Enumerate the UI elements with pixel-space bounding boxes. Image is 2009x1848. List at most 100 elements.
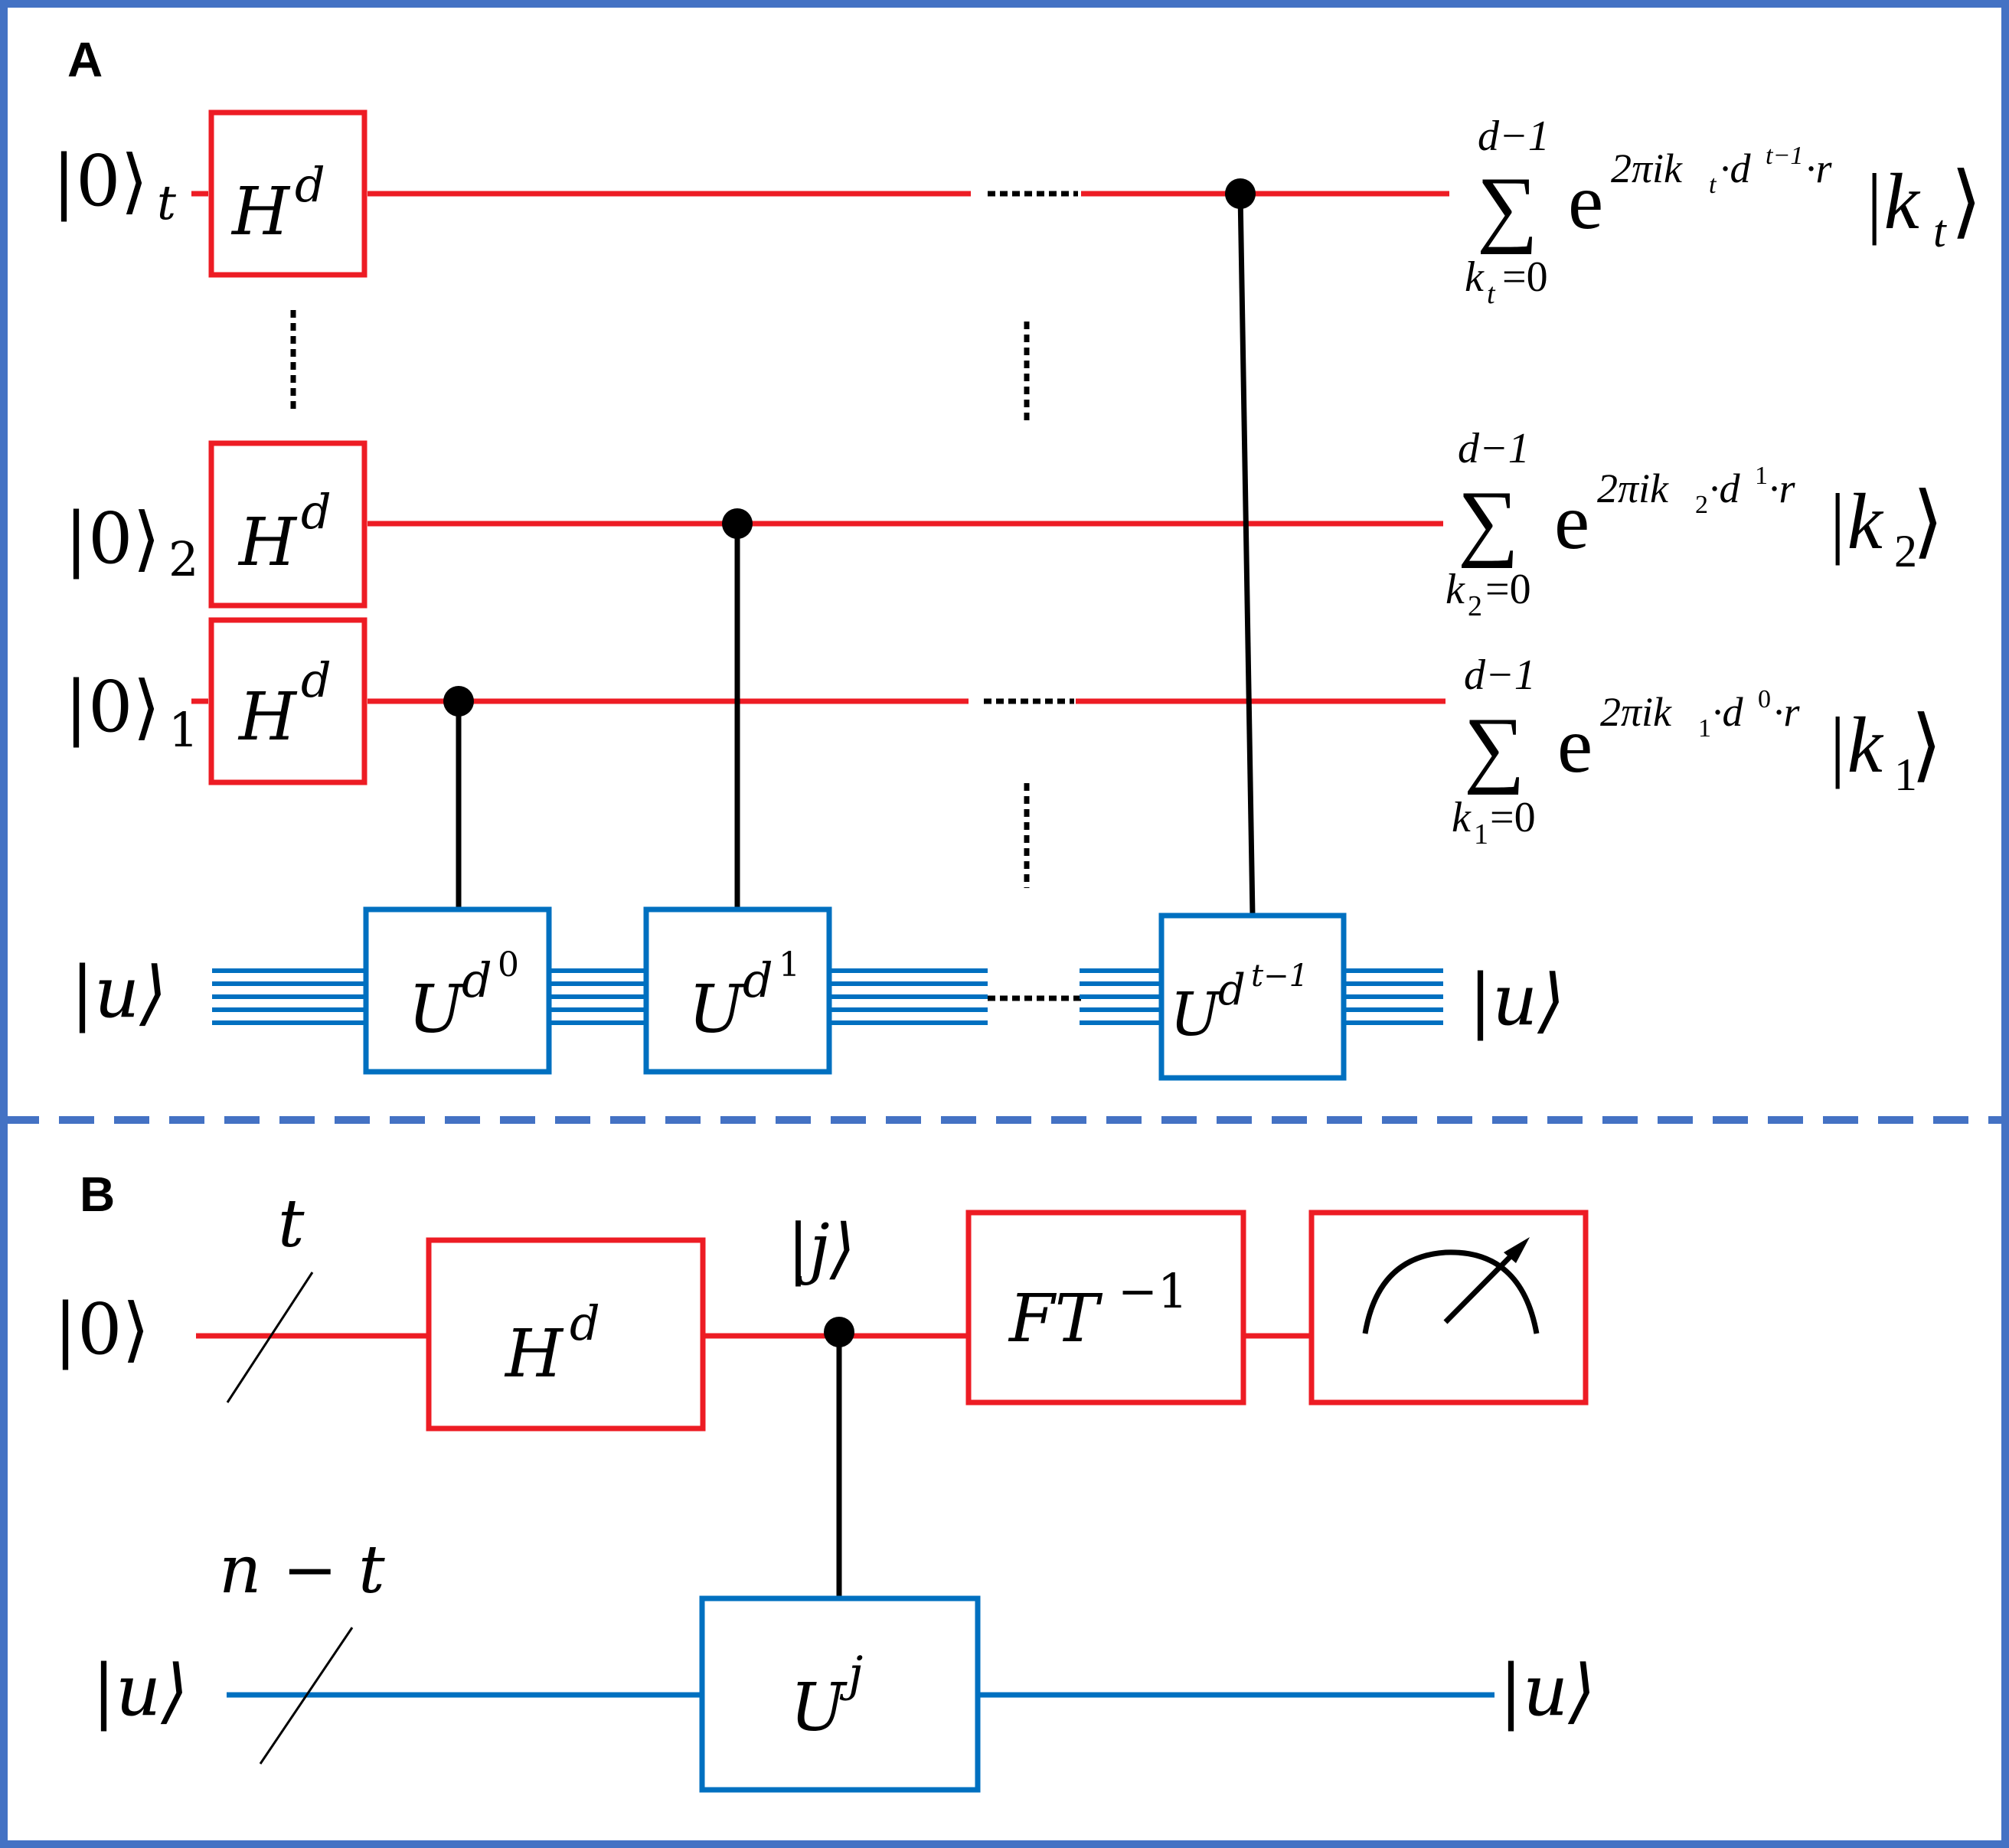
inverse-ft-gate bbox=[965, 1210, 1246, 1406]
input-ket-t: |0⟩ bbox=[52, 140, 148, 222]
unitary-d1-base: U bbox=[688, 971, 746, 1048]
panel-b-output-u: |u⟩ bbox=[1499, 1650, 1596, 1732]
output-expression-q1: d−1 ∑ k 1 =0 e 2πik 1 ·d 0 ·r |k 1 ⟩ bbox=[1452, 651, 1942, 851]
svg-text:⟩: ⟩ bbox=[1913, 478, 1944, 566]
control-dot-q2 bbox=[722, 508, 753, 539]
panel-b-hadamard-sup: d bbox=[570, 1295, 600, 1351]
svg-text:k: k bbox=[1465, 253, 1485, 301]
wire-count-top: t bbox=[278, 1186, 305, 1262]
panel-b-hadamard-base: H bbox=[504, 1316, 564, 1393]
svg-text:=0: =0 bbox=[1485, 566, 1531, 613]
svg-text:1: 1 bbox=[1894, 749, 1917, 800]
svg-text:2: 2 bbox=[1695, 491, 1708, 519]
unitary-gate-d1 bbox=[643, 906, 832, 1075]
svg-text:∑: ∑ bbox=[1458, 474, 1519, 569]
svg-text:·d: ·d bbox=[1709, 465, 1741, 511]
svg-text:t: t bbox=[1709, 171, 1717, 199]
svg-text:e: e bbox=[1568, 158, 1603, 246]
svg-text:1: 1 bbox=[1698, 714, 1711, 743]
svg-text:2πik: 2πik bbox=[1611, 145, 1683, 191]
control-dot-q1 bbox=[443, 686, 474, 717]
svg-text:·d: ·d bbox=[1720, 145, 1752, 191]
svg-text:2: 2 bbox=[1468, 590, 1482, 622]
svg-text:=0: =0 bbox=[1490, 794, 1536, 841]
measurement-gate bbox=[1308, 1210, 1589, 1406]
input-ket-q2: |0⟩ bbox=[64, 498, 160, 580]
output-expression-t: d−1 ∑ k t =0 e 2πik t ·d t−1 ·r |k t ⟩ bbox=[1465, 113, 1982, 310]
unitary-d1-sup: d bbox=[743, 952, 773, 1008]
panel-a-control-lines bbox=[456, 193, 1256, 916]
unitary-dt1-supsup: t−1 bbox=[1251, 958, 1308, 994]
svg-text:t: t bbox=[1933, 206, 1947, 256]
panel-a-wire-ellipses bbox=[984, 191, 1081, 1001]
meter-icon bbox=[1362, 1237, 1540, 1334]
panel-b-label: B bbox=[80, 1167, 115, 1222]
input-ket-q2-sub: 2 bbox=[168, 531, 198, 587]
hadamard-q2-sup: d bbox=[301, 484, 332, 540]
unitary-dt1-base: U bbox=[1170, 981, 1222, 1050]
svg-text:2πik: 2πik bbox=[1600, 689, 1672, 735]
svg-text:1: 1 bbox=[1474, 818, 1488, 851]
svg-text:0: 0 bbox=[1758, 685, 1771, 713]
unitary-gate-dt-1 bbox=[1158, 913, 1347, 1081]
panel-a-label: A bbox=[67, 32, 103, 87]
hadamard-q1-sup: d bbox=[301, 652, 332, 708]
hadamard-gate-t bbox=[208, 109, 368, 278]
panel-b-unitary-base: U bbox=[790, 1670, 848, 1746]
unitary-dt1-sup: d bbox=[1218, 965, 1246, 1015]
unitary-d1-supsup: 1 bbox=[779, 945, 800, 984]
hadamard-q1-base: H bbox=[237, 679, 298, 756]
svg-text:e: e bbox=[1554, 478, 1589, 566]
svg-text:k: k bbox=[1446, 566, 1465, 613]
panel-b-unitary-gate bbox=[699, 1595, 981, 1793]
panel-b-wire-slashes bbox=[226, 1272, 354, 1765]
panel-a-target-wires bbox=[212, 968, 1443, 1025]
svg-text:2πik: 2πik bbox=[1597, 465, 1669, 511]
panel-a-control-wires bbox=[191, 191, 1449, 704]
output-expression-q2: d−1 ∑ k 2 =0 e 2πik 2 ·d 1 ·r |k 2 ⟩ bbox=[1446, 425, 1944, 622]
input-ket-q1: |0⟩ bbox=[64, 666, 160, 748]
hadamard-gate-q2 bbox=[208, 440, 368, 609]
svg-text:⟩: ⟩ bbox=[1951, 158, 1982, 246]
svg-text:d−1: d−1 bbox=[1464, 651, 1536, 699]
svg-text:|k: |k bbox=[1825, 478, 1884, 566]
inverse-ft-sup: −1 bbox=[1118, 1263, 1187, 1319]
input-ket-u: |u⟩ bbox=[70, 952, 167, 1033]
svg-text:k: k bbox=[1452, 794, 1472, 841]
svg-text:t−1: t−1 bbox=[1766, 142, 1803, 170]
hadamard-t-base: H bbox=[230, 174, 291, 250]
panel-a-vertical-ellipses bbox=[290, 310, 1030, 888]
unitary-d0-base: U bbox=[408, 971, 466, 1048]
hadamard-gate-q1 bbox=[208, 617, 368, 785]
hadamard-t-sup: d bbox=[295, 157, 325, 213]
svg-text:|k: |k bbox=[1825, 701, 1884, 789]
svg-text:|k: |k bbox=[1862, 158, 1921, 246]
input-ket-t-sub: t bbox=[157, 175, 176, 230]
svg-text:=0: =0 bbox=[1502, 253, 1548, 301]
svg-text:·r: ·r bbox=[1773, 689, 1801, 735]
svg-text:·r: ·r bbox=[1805, 145, 1833, 191]
svg-text:2: 2 bbox=[1894, 526, 1917, 576]
panel-b-hadamard-gate bbox=[426, 1237, 706, 1432]
svg-text:d−1: d−1 bbox=[1458, 425, 1530, 472]
panel-b-input-zero: |0⟩ bbox=[54, 1288, 149, 1370]
svg-text:∑: ∑ bbox=[1464, 700, 1525, 795]
svg-text:·d: ·d bbox=[1712, 689, 1744, 735]
svg-text:t: t bbox=[1487, 278, 1496, 310]
output-ket-u: |u⟩ bbox=[1468, 959, 1565, 1041]
panel-b-input-u: |u⟩ bbox=[92, 1650, 188, 1732]
control-dot-t bbox=[1225, 178, 1256, 209]
svg-text:1: 1 bbox=[1755, 462, 1768, 490]
svg-text:d−1: d−1 bbox=[1478, 113, 1550, 160]
panel-b-control-dot bbox=[824, 1317, 854, 1347]
unitary-d0-sup: d bbox=[462, 952, 492, 1008]
inverse-ft-base: FT bbox=[1008, 1281, 1103, 1357]
wire-count-bottom: n − t bbox=[219, 1532, 385, 1608]
unitary-d0-supsup: 0 bbox=[498, 945, 519, 984]
svg-text:e: e bbox=[1557, 701, 1592, 789]
svg-text:⟩: ⟩ bbox=[1911, 701, 1942, 789]
svg-text:∑: ∑ bbox=[1477, 160, 1538, 255]
svg-text:·r: ·r bbox=[1769, 465, 1796, 511]
